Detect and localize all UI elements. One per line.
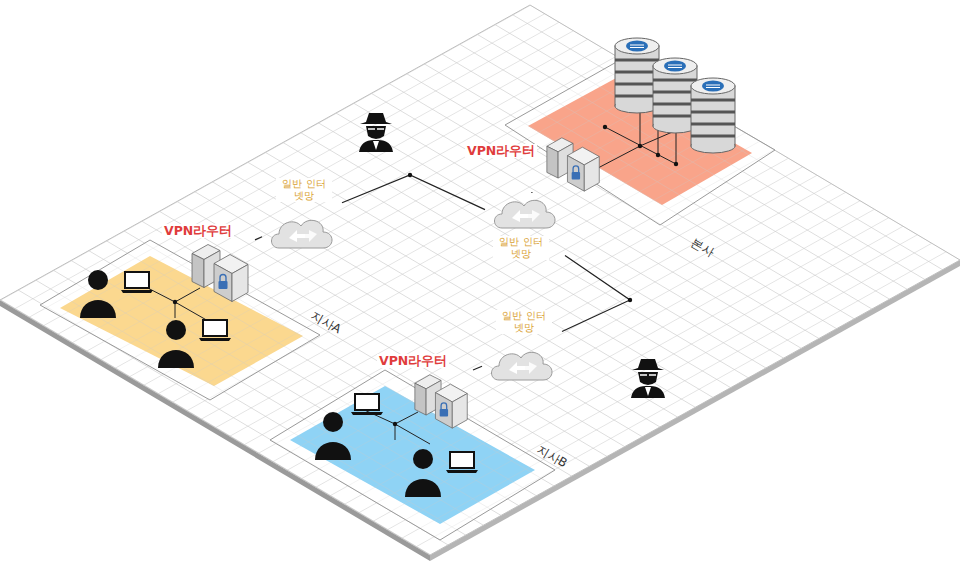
router-label: VPN라우터 bbox=[465, 144, 537, 158]
link-line bbox=[531, 192, 532, 193]
network-link bbox=[342, 173, 485, 210]
link-line bbox=[562, 255, 630, 331]
region-label: 본사 bbox=[688, 234, 717, 261]
internet-cloud: 일반 인터넷망 bbox=[262, 178, 342, 260]
network-link bbox=[255, 237, 262, 240]
router-label: VPN라우터 bbox=[377, 354, 449, 368]
internet-cloud: 일반 인터넷망 bbox=[485, 192, 565, 264]
network-link bbox=[562, 255, 632, 331]
network-label: 일반 인터넷망 bbox=[493, 236, 549, 260]
link-line bbox=[342, 175, 485, 210]
network-link bbox=[473, 366, 482, 370]
router-icon bbox=[543, 135, 605, 193]
link-line bbox=[473, 366, 482, 370]
router-icon bbox=[413, 370, 471, 432]
region-label: 지사A bbox=[308, 307, 344, 338]
network-label: 일반 인터넷망 bbox=[276, 178, 332, 202]
cloud-icon bbox=[487, 344, 557, 386]
junction-dot bbox=[628, 298, 632, 302]
network-link bbox=[531, 192, 532, 193]
router-label: VPN라우터 bbox=[162, 224, 234, 238]
vpn-router: VPN라우터 bbox=[375, 345, 473, 435]
vpn-router: VPN라우터 bbox=[160, 215, 255, 307]
cloud-icon bbox=[267, 212, 337, 254]
network-label: 일반 인터넷망 bbox=[496, 310, 552, 334]
router-icon bbox=[190, 240, 252, 305]
junction-dot bbox=[408, 173, 412, 177]
internet-cloud: 일반 인터넷망 bbox=[482, 310, 562, 390]
cloud-icon bbox=[490, 192, 560, 234]
vpn-router: VPN라우터 bbox=[465, 135, 610, 193]
link-line bbox=[255, 237, 262, 240]
region-label: 지사B bbox=[534, 441, 570, 472]
